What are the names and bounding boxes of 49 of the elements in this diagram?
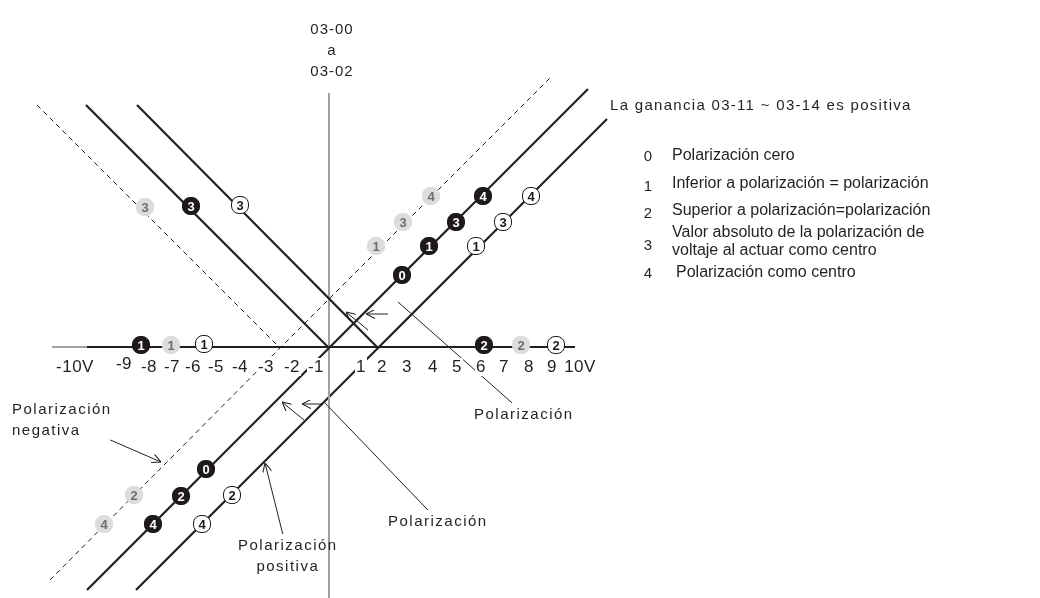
legend-number: 0 (643, 146, 653, 164)
callout-number: 4 (474, 187, 492, 205)
callout-number: 2 (512, 336, 530, 354)
leader-line (109, 439, 162, 464)
axis-title: 03-00 a 03-02 (310, 19, 354, 81)
legend-description: Polarización como centro (676, 263, 856, 281)
callout-number: 3 (394, 213, 412, 231)
leader-line (324, 402, 429, 511)
callout-number: 2 (125, 486, 143, 504)
callout-number: 3 (231, 196, 249, 214)
tick-label: -2 (282, 358, 302, 376)
annotation-label: Polarización positiva (238, 534, 338, 576)
callout-number: 0 (197, 460, 215, 478)
callout-number: 4 (422, 187, 440, 205)
tick-label: 1 (355, 358, 367, 376)
callout-number: 2 (223, 486, 241, 504)
leader-line (262, 462, 284, 535)
callout-number: 3 (447, 213, 465, 231)
annotation-label: Polarización (388, 510, 488, 531)
callout-number: 4 (95, 515, 113, 533)
callout-number: 1 (367, 237, 385, 255)
legend-description: Superior a polarización=polarización (672, 201, 931, 219)
leader-line (397, 301, 513, 404)
callout-number: 4 (144, 515, 162, 533)
callout-number: 1 (162, 336, 180, 354)
callout-number: 3 (136, 198, 154, 216)
legend-number: 1 (643, 176, 653, 194)
legend-number: 4 (643, 263, 653, 281)
tick-label: 6 (475, 358, 487, 376)
annotation-label: Polarización (474, 403, 574, 424)
legend-title: La ganancia 03-11 ~ 03-14 es positiva (610, 96, 912, 113)
legend-number: 3 (643, 235, 653, 253)
callout-number: 2 (547, 336, 565, 354)
callout-number: 1 (132, 336, 150, 354)
callout-number: 3 (494, 213, 512, 231)
legend-number: 2 (643, 203, 653, 221)
callout-number: 3 (182, 197, 200, 215)
callout-number: 4 (193, 515, 211, 533)
callout-number: 1 (420, 237, 438, 255)
legend-description: Polarización cero (672, 146, 795, 164)
annotation-label: Polarización negativa (12, 398, 112, 440)
callout-number: 2 (172, 487, 190, 505)
callout-number: 1 (195, 335, 213, 353)
callout-number: 4 (522, 187, 540, 205)
legend-description: Inferior a polarización = polarización (672, 174, 929, 192)
legend-description: Valor absoluto de la polarización de voltaje al actuar como centro (672, 223, 926, 259)
callout-number: 2 (475, 336, 493, 354)
callout-number: 0 (393, 266, 411, 284)
callout-number: 1 (467, 237, 485, 255)
